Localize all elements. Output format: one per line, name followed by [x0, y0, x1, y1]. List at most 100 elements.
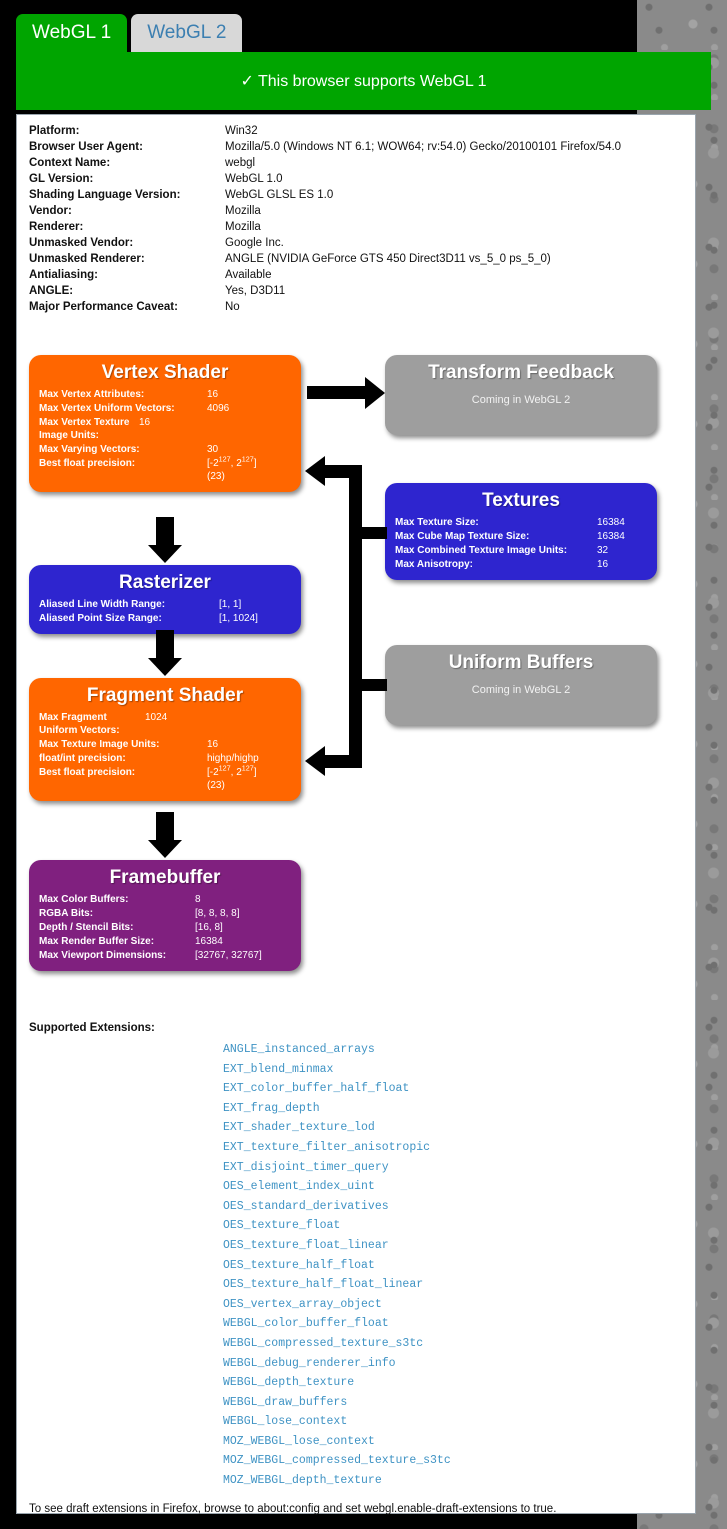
list-item: WEBGL_depth_texture	[223, 1376, 355, 1390]
table-row: Platform: Win32	[29, 123, 679, 139]
arrowhead-right-icon	[365, 377, 385, 409]
list-item: OES_texture_float_linear	[223, 1238, 389, 1252]
stat-label: Max Combined Texture Image Units:	[395, 545, 568, 556]
stat-value: [-2127, 2127](23)	[207, 763, 257, 791]
stat-label: Max Vertex Uniform Vectors:	[39, 403, 175, 414]
table-row: Unmasked Vendor: Google Inc.	[29, 235, 679, 251]
arrow-rasterizer-to-fragment	[156, 630, 174, 658]
stat-row: Max Varying Vectors: 30	[39, 443, 291, 456]
stat-value: [1, 1024]	[219, 613, 258, 624]
info-value: WebGL 1.0	[225, 173, 283, 185]
list-item: OES_vertex_array_object	[223, 1297, 382, 1311]
stat-row: Best float precision: [-2127, 2127](23)	[39, 763, 291, 792]
arrow-resource-bus	[349, 465, 362, 768]
stat-row: Max Anisotropy: 16	[395, 558, 647, 571]
list-item: OES_element_index_uint	[223, 1180, 375, 1194]
arrow-stub-uniform-buffers	[349, 679, 387, 691]
info-value: No	[225, 301, 240, 313]
node-title: Fragment Shader	[86, 685, 244, 706]
stat-row: Best float precision: [-2127, 2127](23)	[39, 454, 291, 483]
stat-row: Max Vertex Uniform Vectors: 4096	[39, 402, 291, 415]
stat-value: [16, 8]	[195, 922, 223, 933]
stat-row: Max Texture Image Units: 16	[39, 738, 291, 751]
stat-label: Max Render Buffer Size:	[39, 936, 155, 947]
arrow-vertex-to-transform-feedback	[307, 386, 367, 399]
node-textures: Textures Max Texture Size: 16384 Max Cub…	[385, 483, 657, 580]
arrowhead-down-icon	[148, 840, 182, 858]
stat-value: [32767, 32767]	[195, 950, 262, 961]
info-value: Win32	[225, 125, 258, 137]
node-fragment-shader: Fragment Shader Max Fragment Uniform Vec…	[29, 678, 301, 801]
info-value: Mozilla/5.0 (Windows NT 6.1; WOW64; rv:5…	[225, 141, 622, 153]
stat-label: float/int precision:	[39, 753, 126, 764]
node-status: Coming in WebGL 2	[471, 394, 571, 406]
table-row: Vendor: Mozilla	[29, 203, 679, 219]
list-item: WEBGL_lose_context	[223, 1415, 348, 1429]
node-title: Uniform Buffers	[448, 652, 594, 673]
node-transform-feedback: Transform Feedback Coming in WebGL 2	[385, 355, 657, 435]
node-vertex-shader: Vertex Shader Max Vertex Attributes: 16 …	[29, 355, 301, 492]
pipeline-diagram: Vertex Shader Max Vertex Attributes: 16 …	[17, 355, 697, 1015]
stat-row: Max Viewport Dimensions: [32767, 32767]	[39, 949, 291, 962]
stat-label: Max Texture Size:	[395, 517, 479, 528]
context-info-table: Platform: Win32 Browser User Agent: Mozi…	[29, 123, 679, 315]
info-key: Unmasked Vendor:	[29, 237, 134, 249]
stat-label: Max Vertex Texture Image Units:	[39, 417, 130, 441]
info-key: Renderer:	[29, 221, 84, 233]
info-key: Browser User Agent:	[29, 141, 143, 153]
info-value: ANGLE (NVIDIA GeForce GTS 450 Direct3D11…	[225, 253, 551, 265]
tab-webgl-1[interactable]: WebGL 1	[16, 14, 128, 52]
draft-extensions-note: To see draft extensions in Firefox, brow…	[29, 1503, 557, 1515]
stat-value: 1024	[145, 712, 168, 723]
arrow-fragment-to-framebuffer	[156, 812, 174, 840]
list-item: OES_texture_half_float_linear	[223, 1278, 424, 1292]
list-item: MOZ_WEBGL_compressed_texture_s3tc	[223, 1454, 451, 1468]
list-item: MOZ_WEBGL_depth_texture	[223, 1474, 382, 1488]
table-row: GL Version: WebGL 1.0	[29, 171, 679, 187]
info-key: GL Version:	[29, 173, 94, 185]
table-row: Renderer: Mozilla	[29, 219, 679, 235]
webgl-support-banner: ✓ This browser supports WebGL 1	[16, 52, 711, 110]
list-item: WEBGL_debug_renderer_info	[223, 1356, 396, 1370]
tab-webgl-2[interactable]: WebGL 2	[131, 14, 243, 52]
arrow-stub-textures	[349, 527, 387, 539]
arrow-bus-to-fragment	[323, 755, 353, 768]
node-rasterizer: Rasterizer Aliased Line Width Range: [1,…	[29, 565, 301, 634]
stat-label: Aliased Line Width Range:	[39, 599, 166, 610]
stat-value: 16384	[597, 517, 625, 528]
list-item: EXT_disjoint_timer_query	[223, 1160, 389, 1174]
info-value: webgl	[225, 157, 256, 169]
stat-row: Max Color Buffers: 8	[39, 893, 291, 906]
list-item: EXT_color_buffer_half_float	[223, 1082, 410, 1096]
table-row: Unmasked Renderer: ANGLE (NVIDIA GeForce…	[29, 251, 679, 267]
extensions-label: Supported Extensions:	[29, 1022, 155, 1034]
node-title: Vertex Shader	[101, 362, 229, 383]
table-row: Context Name: webgl	[29, 155, 679, 171]
list-item: ANGLE_instanced_arrays	[223, 1043, 375, 1056]
stat-label: Max Cube Map Texture Size:	[395, 531, 530, 542]
arrow-vertex-to-rasterizer	[156, 517, 174, 545]
arrowhead-left-icon	[305, 746, 325, 776]
stat-row: Max Fragment Uniform Vectors: 1024	[39, 711, 291, 737]
stat-row: Max Vertex Texture Image Units: 16	[39, 416, 291, 442]
stat-row: Max Combined Texture Image Units: 32	[395, 544, 647, 557]
stat-row: Max Texture Size: 16384	[395, 516, 647, 529]
info-value: Yes, D3D11	[225, 285, 286, 297]
list-item: WEBGL_color_buffer_float	[223, 1317, 389, 1331]
list-item: OES_texture_half_float	[223, 1258, 375, 1272]
info-key: Platform:	[29, 125, 80, 137]
info-key: Vendor:	[29, 205, 72, 217]
stat-label: Aliased Point Size Range:	[39, 613, 162, 624]
stat-row: Depth / Stencil Bits: [16, 8]	[39, 921, 291, 934]
info-value: Mozilla	[225, 205, 261, 217]
stat-label: RGBA Bits:	[39, 908, 94, 919]
node-status: Coming in WebGL 2	[471, 684, 571, 696]
table-row: Major Performance Caveat: No	[29, 299, 679, 315]
table-row: Browser User Agent: Mozilla/5.0 (Windows…	[29, 139, 679, 155]
stat-label: Max Color Buffers:	[39, 894, 129, 905]
stat-value: 16	[597, 559, 609, 570]
info-key: Context Name:	[29, 157, 111, 169]
info-value: Mozilla	[225, 221, 261, 233]
stat-value: [-2127, 2127](23)	[207, 454, 257, 482]
stat-label: Max Vertex Attributes:	[39, 389, 145, 400]
